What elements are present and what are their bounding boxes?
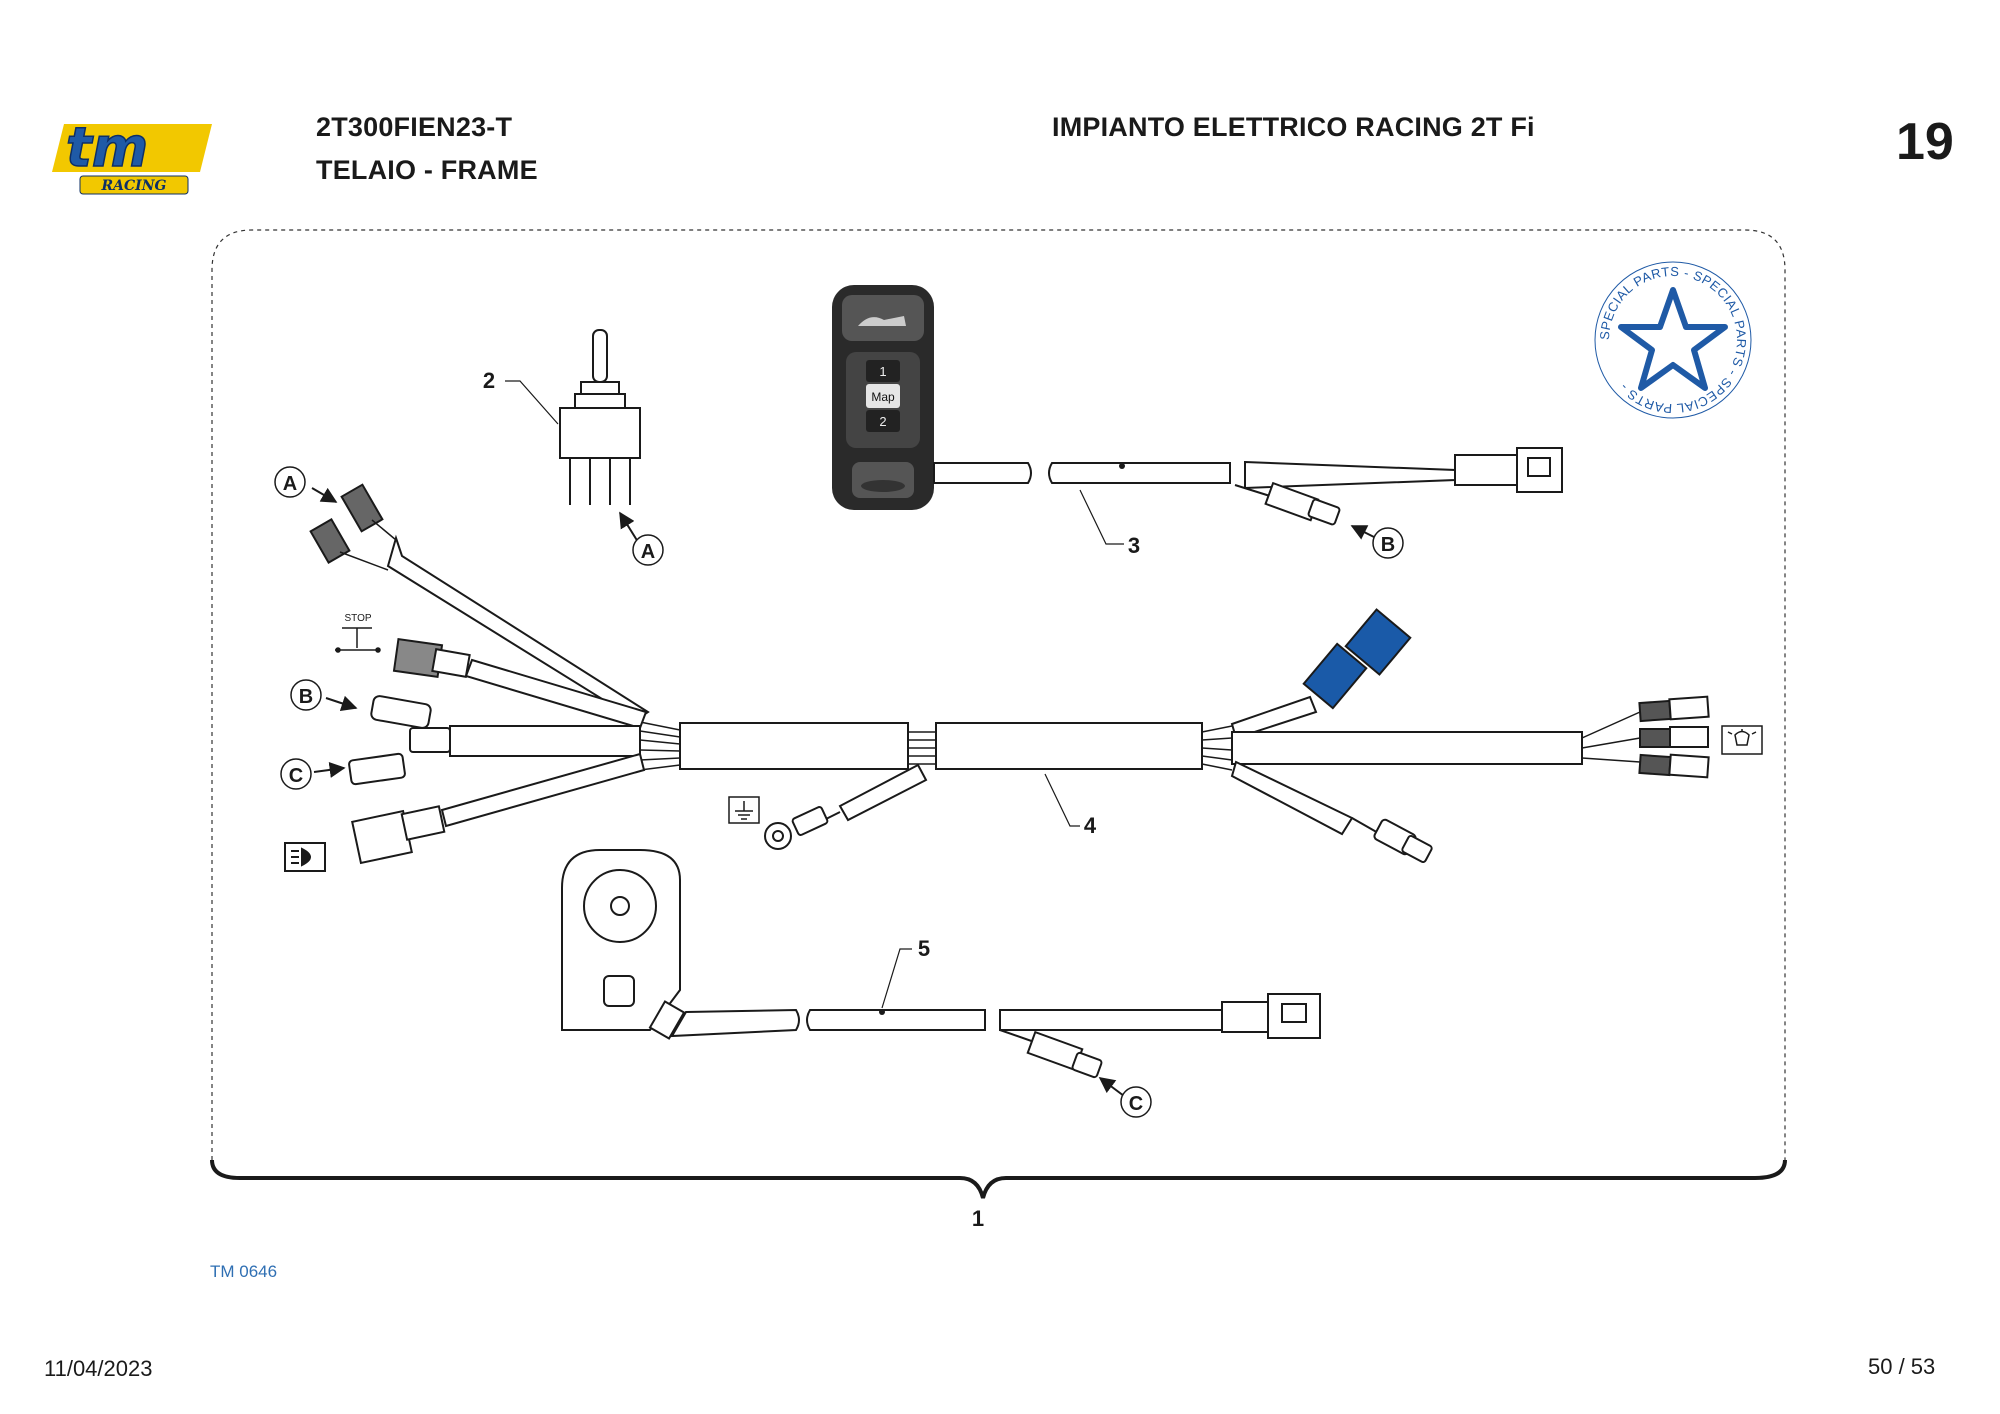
logo-tagline: RACING bbox=[101, 178, 167, 194]
ref-c-harness: C bbox=[289, 765, 303, 787]
ref-b-harness: B bbox=[299, 686, 313, 708]
badge-ring-text: SPECIAL PARTS - SPECIAL PARTS - SPECIAL … bbox=[1597, 264, 1749, 416]
part-3-cable bbox=[933, 447, 1563, 526]
part-3-map-switch: 1 Map 2 bbox=[832, 285, 934, 510]
part-number-2: 2 bbox=[483, 368, 495, 393]
part-4-main-harness bbox=[309, 483, 1710, 865]
page-indicator: 50 / 53 bbox=[1868, 1354, 1936, 1379]
part-number-1: 1 bbox=[972, 1206, 984, 1231]
special-parts-badge: SPECIAL PARTS - SPECIAL PARTS - SPECIAL … bbox=[1594, 261, 1752, 419]
drawing-subtitle: TELAIO - FRAME bbox=[316, 155, 538, 185]
map-switch-map-label: Map bbox=[871, 390, 895, 404]
part-number-5: 5 bbox=[918, 936, 930, 961]
stop-switch-icon: STOP bbox=[335, 613, 381, 653]
diagram-frame bbox=[211, 229, 1786, 1160]
tm-racing-logo: tm RACING bbox=[50, 115, 215, 200]
star-icon bbox=[1618, 287, 1728, 391]
map-switch-2-label: 2 bbox=[879, 414, 886, 429]
print-date: 11/04/2023 bbox=[44, 1356, 153, 1381]
ref-a-switch: A bbox=[641, 541, 655, 563]
part-2-toggle-switch bbox=[559, 329, 641, 505]
part-number-4: 4 bbox=[1084, 813, 1097, 838]
part-5-pickup-sensor bbox=[561, 849, 1321, 1079]
engine-icon bbox=[858, 316, 906, 326]
map-switch-1-label: 1 bbox=[879, 364, 886, 379]
ref-c-pickup: C bbox=[1129, 1093, 1143, 1115]
svg-text:SPECIAL PARTS - SPECIAL PARTS: SPECIAL PARTS - SPECIAL PARTS - SPECIAL … bbox=[1597, 264, 1749, 416]
part-number-3: 3 bbox=[1128, 533, 1140, 558]
headlight-icon bbox=[284, 842, 326, 872]
ground-icon bbox=[728, 796, 760, 824]
table-number: 19 bbox=[1896, 113, 1954, 171]
drawing-code: 2T300FIEN23-T bbox=[316, 112, 513, 142]
assembly-brace bbox=[210, 1159, 1787, 1199]
ref-b-mapswitch: B bbox=[1381, 534, 1395, 556]
stop-label: STOP bbox=[344, 613, 371, 624]
drawing-id: TM 0646 bbox=[210, 1262, 278, 1281]
ref-a-harness: A bbox=[283, 473, 297, 495]
logo-brand-text: tm bbox=[66, 120, 148, 179]
page-title: IMPIANTO ELETTRICO RACING 2T Fi bbox=[1052, 112, 1535, 142]
light-icon bbox=[1721, 725, 1763, 755]
